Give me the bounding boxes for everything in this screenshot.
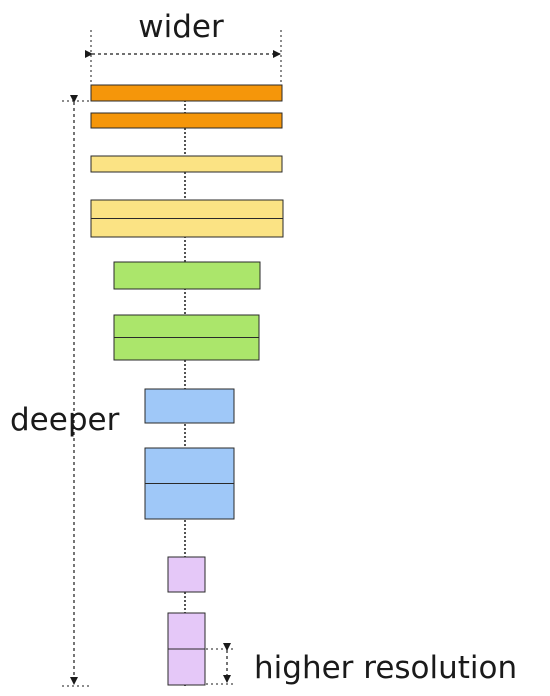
layer-block-blue xyxy=(144,388,235,424)
layer-stack xyxy=(90,84,284,686)
width-label: wider xyxy=(138,9,224,45)
layer-block-green xyxy=(113,261,261,290)
layer-block-orange xyxy=(90,112,283,129)
layer-block-orange xyxy=(90,84,283,102)
depth-label: deeper xyxy=(10,402,120,438)
layer-block-yellow xyxy=(90,155,283,173)
resolution-label: higher resolution xyxy=(254,650,517,686)
layer-block-purple xyxy=(167,556,206,593)
